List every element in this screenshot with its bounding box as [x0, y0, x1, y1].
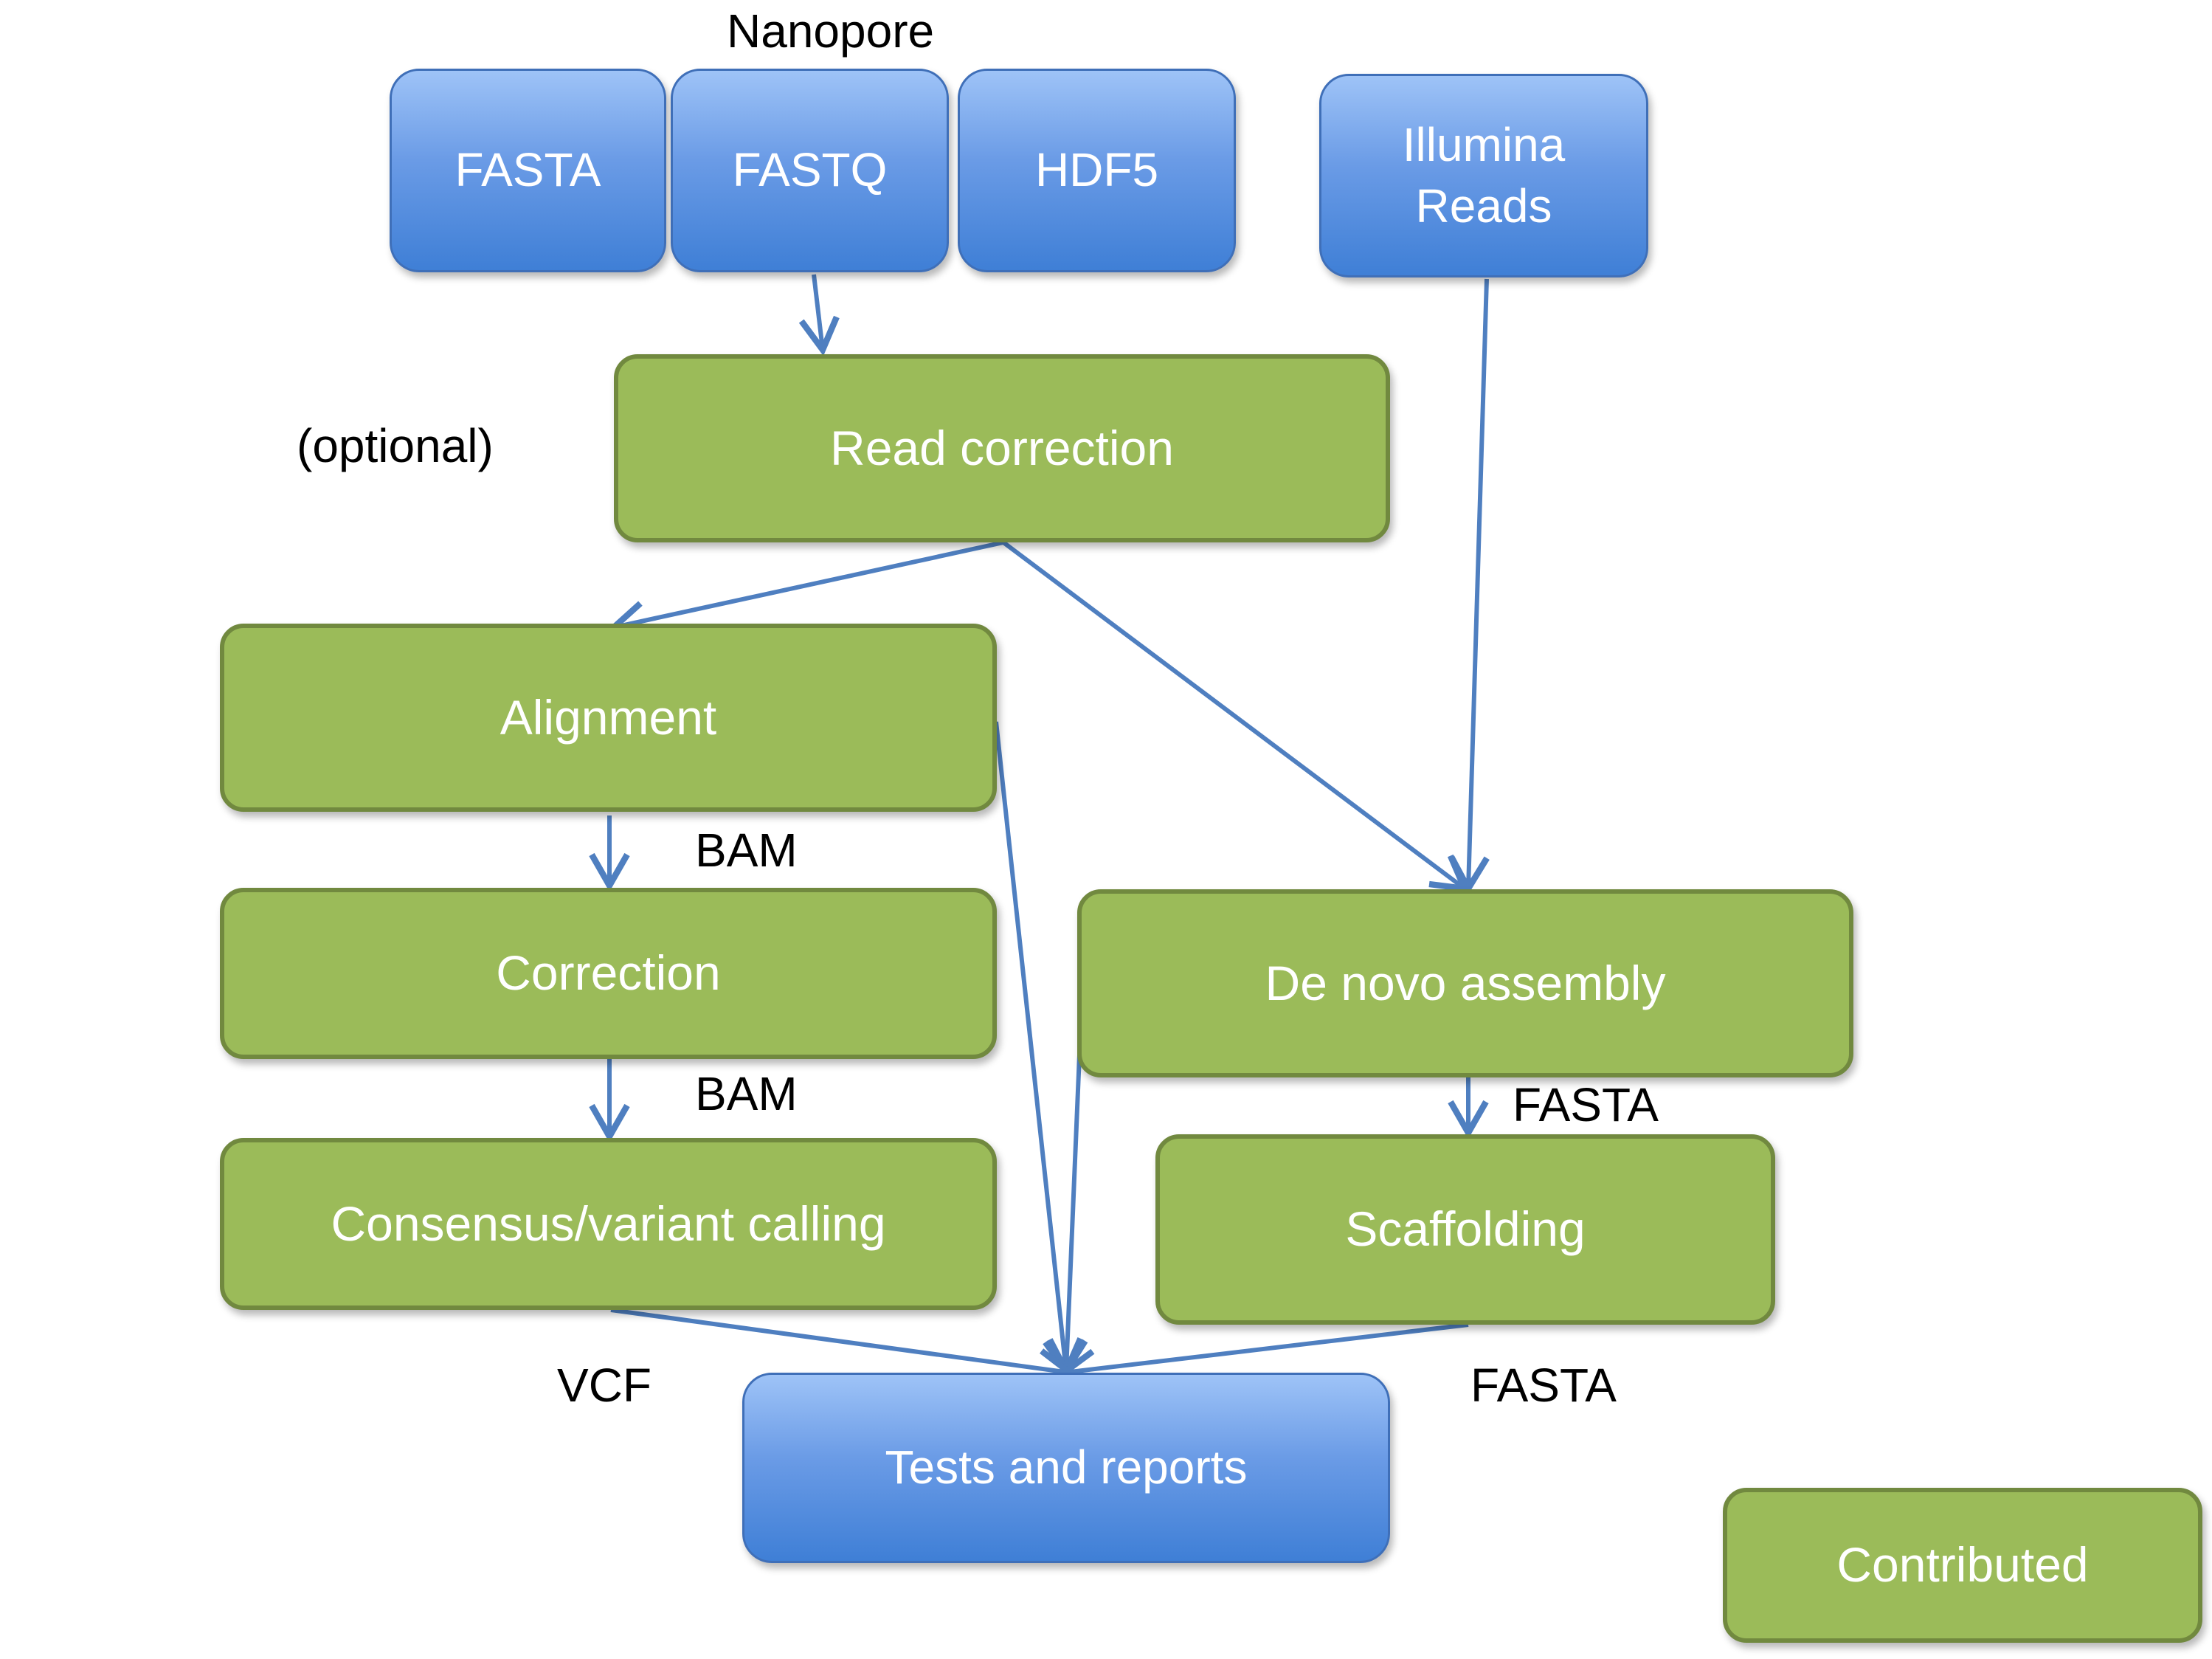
fastq-input-label: FASTQ: [732, 143, 888, 197]
bam-label-correction: BAM: [695, 1067, 798, 1120]
fasta-label-scaffolding: FASTA: [1470, 1359, 1617, 1412]
vcf-label: VCF: [557, 1359, 651, 1412]
arrow-illumina-to-de-novo: [1448, 278, 1490, 895]
tests-and-reports-label: Tests and reports: [885, 1441, 1248, 1494]
read-correction-label: Read correction: [830, 420, 1174, 475]
scaffolding-label: Scaffolding: [1345, 1201, 1586, 1257]
arrow-alignment-to-tests: [994, 721, 1084, 1378]
de-novo-assembly-label: De novo assembly: [1265, 955, 1666, 1010]
consensus-variant-calling-label: Consensus/variant calling: [331, 1196, 886, 1251]
arrow-fastq-to-read-correction: [798, 274, 840, 356]
correction-node: Correction: [220, 888, 997, 1059]
arrow-read-correction-to-de-novo: [1002, 540, 1470, 893]
correction-label: Correction: [496, 945, 721, 1001]
illumina-label-line1: Illumina: [1402, 117, 1566, 171]
arrow-consensus-to-tests: [610, 1308, 1076, 1389]
fastq-input-node: FASTQ: [671, 69, 949, 272]
arrow-scaffolding-to-tests: [1057, 1322, 1469, 1390]
arrow-read-correction-to-alignment: [607, 540, 1004, 641]
optional-label: (optional): [297, 419, 494, 472]
consensus-variant-calling-node: Consensus/variant calling: [220, 1138, 997, 1310]
illumina-reads-node: Illumina Reads: [1319, 74, 1648, 277]
fasta-input-node: FASTA: [390, 69, 666, 272]
legend-contributed-label: Contributed: [1836, 1537, 2089, 1593]
tests-and-reports-node: Tests and reports: [742, 1373, 1390, 1563]
nanopore-label: Nanopore: [727, 4, 935, 58]
legend-contributed: Contributed: [1723, 1488, 2202, 1643]
alignment-label: Alignment: [500, 689, 717, 745]
scaffolding-node: Scaffolding: [1155, 1134, 1775, 1325]
de-novo-assembly-node: De novo assembly: [1077, 889, 1853, 1077]
read-correction-node: Read correction: [614, 354, 1390, 542]
hdf5-input-label: HDF5: [1034, 143, 1159, 197]
bam-label-alignment: BAM: [695, 824, 798, 877]
fasta-label-de-novo: FASTA: [1513, 1078, 1659, 1131]
fasta-input-label: FASTA: [455, 143, 601, 197]
illumina-label-line2: Reads: [1415, 179, 1552, 232]
alignment-node: Alignment: [220, 624, 997, 812]
hdf5-input-node: HDF5: [958, 69, 1236, 272]
